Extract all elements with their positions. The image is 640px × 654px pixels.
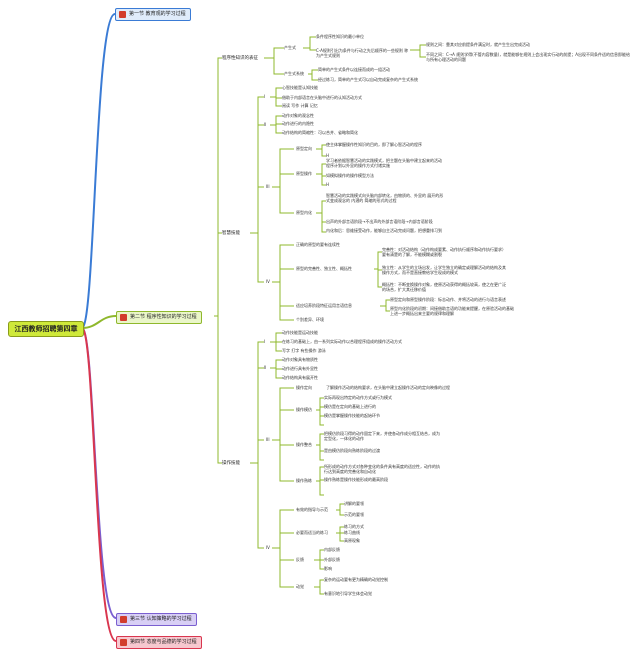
leaf: 学习者依据智慧活动的实践模式，把主题在头脑中建立起来的活动程序计划以外显的操作方… [326,158,442,168]
section-3[interactable]: 第三节 认知策略的学习过程 [116,613,197,626]
leaf: 如模拟操作的操作模型方法 [326,173,374,178]
node-g2-ii[interactable]: II [264,122,267,127]
node-g2-iv[interactable]: IV [266,279,270,284]
node-stage-orientation[interactable]: 原型定向 [296,146,312,151]
flag-icon [120,639,127,646]
leaf: 实际再现出特定的动作方式或行为模式 [324,395,392,400]
node-stage-operation[interactable]: 原型操作 [296,171,312,176]
node-production[interactable]: 产生式 [284,45,296,50]
leaf: 了解操作活动的结构要求，在头脑中建立起操作活动的定向映像的过程 [326,385,450,390]
node-phase-proficiency[interactable]: 操作熟练 [296,478,312,483]
leaf: 借助于内部语言在头脑中进行的认知活动方式 [282,95,362,100]
leaf: 规则之间：靠其对应前提条件满足时，就产生生出完成活动 [426,42,530,47]
node-stage-internalization[interactable]: 原型内化 [296,210,312,215]
leaf: 动作技能是运动技能 [282,330,318,335]
leaf: 适应培养阶段特征运用言语信息 [296,303,352,308]
leaf: 所形成的动作方式对各种变化的条件具有高度的适应性，动作的执行达到高度的完善化和自… [324,464,440,474]
leaf: 影响 [324,566,332,571]
node-phase-imitation[interactable]: 操作模仿 [296,407,312,412]
node-production-system[interactable]: 产生式系统 [284,71,304,76]
leaf: 高原现象 [344,538,360,543]
leaf: 原型内化阶段的初期：间接借助言语的功能来提醒，在原验活动的基础上进一步概括出来主… [390,306,514,316]
leaf: 动作进行具有外显性 [282,366,318,371]
leaf: C-A规则引出为条件与行动之先后顺序的一些规则 称为产生式规则 [316,48,409,58]
leaf: 内化和后：思维接受动作，能够自主活动完成问题，把想重排习到 [326,228,442,233]
section-2-label: 第二节 程序性知识的学习过程 [130,314,197,320]
leaf: 出声的外部言语阶段→不出声的外部言语阶段→内部言语阶段 [326,219,433,224]
leaf: 心智技能是认知技能 [282,85,318,90]
leaf: 有意识地引导学生体会动觉 [324,591,372,596]
leaf: 使主体掌握操作性知识的目的，即了解心智活动的程序 [326,142,422,147]
group-motor-skill[interactable]: 操作技能 [222,461,240,466]
leaf: 在练习的基础上，由一系列实际动作以合理程序组成的操作活动方式 [282,339,402,344]
leaf: 练习的方式 [344,524,364,529]
leaf: 模仿是在定向的基础上进行的 [324,404,376,409]
node-g3-iv[interactable]: IV [266,545,270,550]
section-2[interactable]: 第二节 程序性知识的学习过程 [116,311,202,324]
leaf: 完善性：对活动结构（动作构成要素、动作执行顺序和动作执行要求）要有清楚的了解，不… [382,247,506,257]
node-guidance[interactable]: 有效的指导与示范 [296,507,328,512]
node-g2-iii[interactable]: III [266,184,270,189]
leaf: 外部反馈 [324,557,340,562]
leaf: 独立性：从学生的立场出发，让学生独立的确定或理解活动的结构及其操作方式，而不是直… [382,265,506,275]
flag-icon [119,11,126,18]
leaf: 动作结构的简缩性：可以合并、省略和简化 [282,130,358,135]
leaf: 示范的要领 [344,512,364,517]
section-4[interactable]: 第四节 态度与品德的学习过程 [116,636,202,649]
central-topic[interactable]: 江西教师招聘第四章 [8,321,84,337]
leaf: 练习曲线 [344,530,360,535]
node-g2-i[interactable]: I [264,94,266,99]
node-kinesthesis[interactable]: 动觉 [296,584,304,589]
section-1-label: 第一节 教育观的学习过程 [129,11,186,17]
section-4-label: 第四节 态度与品德的学习过程 [130,639,197,645]
section-3-label: 第三节 认知策略的学习过程 [130,616,192,622]
group-representation[interactable]: 程序性知识的表征 [222,56,258,61]
leaf: 动作结构具有展开性 [282,375,318,380]
node-feedback[interactable]: 反馈 [296,557,304,562]
leaf: H [326,182,330,187]
leaf: 条件程序性知识的最小单位 [316,34,364,39]
section-1[interactable]: 第一节 教育观的学习过程 [115,8,191,21]
leaf: 内部反馈 [324,547,340,552]
leaf: 智慧活动的实践模式向头脑内部转化，由物质的、外显的 展开的形式变成观念的 内潜的… [326,193,444,203]
leaf: 讲解的要领 [344,501,364,506]
leaf: 不同之间：C→A 规则学得(不管内容数量)，就是能够在规则上会出现实行动的前提；… [426,52,631,62]
leaf: 写字 打字 有些操作 游泳 [282,348,326,353]
node-practice[interactable]: 必要而适当的练习 [296,530,328,535]
leaf: 经过练习，简单的产生式可以自动完成复杂的产生式系统 [318,77,418,82]
leaf: 动作对象的观念性 [282,113,314,118]
leaf: 操作熟练是操作技能形成的最高阶段 [324,477,388,482]
flag-icon [120,616,127,623]
leaf: 简单的产生式条件以连接而成的一组活动 [318,67,390,72]
node-g3-i[interactable]: I [264,339,266,344]
leaf: 正确的原型的要有连续性 [296,242,340,247]
leaf: 是由模仿阶段向熟练阶段的过渡 [324,448,380,453]
leaf: 概括性：不断变换操作对象，使原活动获得的概括较高，使之在更广泛的场合，扩大其迁移… [382,282,506,292]
leaf: 原型定向和原型操作阶段：标志动作、并将活动的进行与语言表述 [390,297,506,302]
flag-icon [120,314,127,321]
leaf: 复杂的运动要有更为精确的动觉控制 [324,577,388,582]
node-g3-ii[interactable]: II [264,365,267,370]
leaf: 原型的完善性、独立性、概括性 [296,266,352,271]
group-intellectual-skill[interactable]: 智慧技能 [222,231,240,236]
leaf: 个别差异、环境 [296,317,324,322]
leaf: 动作对象具有物质性 [282,357,318,362]
node-phase-integration[interactable]: 操作整合 [296,442,312,447]
node-g3-iii[interactable]: III [266,437,270,442]
leaf: H [326,153,330,158]
leaf: 动作进行的内隐性 [282,121,314,126]
leaf: 模仿是掌握操作技能的起始环节 [324,413,380,418]
leaf: 把模仿阶段习得的动作固定下来，并使各动作成分相互结合，成为定型化，一体化的动作 [324,431,440,441]
leaf: 阅读 写作 计算 记忆 [282,103,318,108]
node-phase-orientation[interactable]: 操作定向 [296,385,312,390]
